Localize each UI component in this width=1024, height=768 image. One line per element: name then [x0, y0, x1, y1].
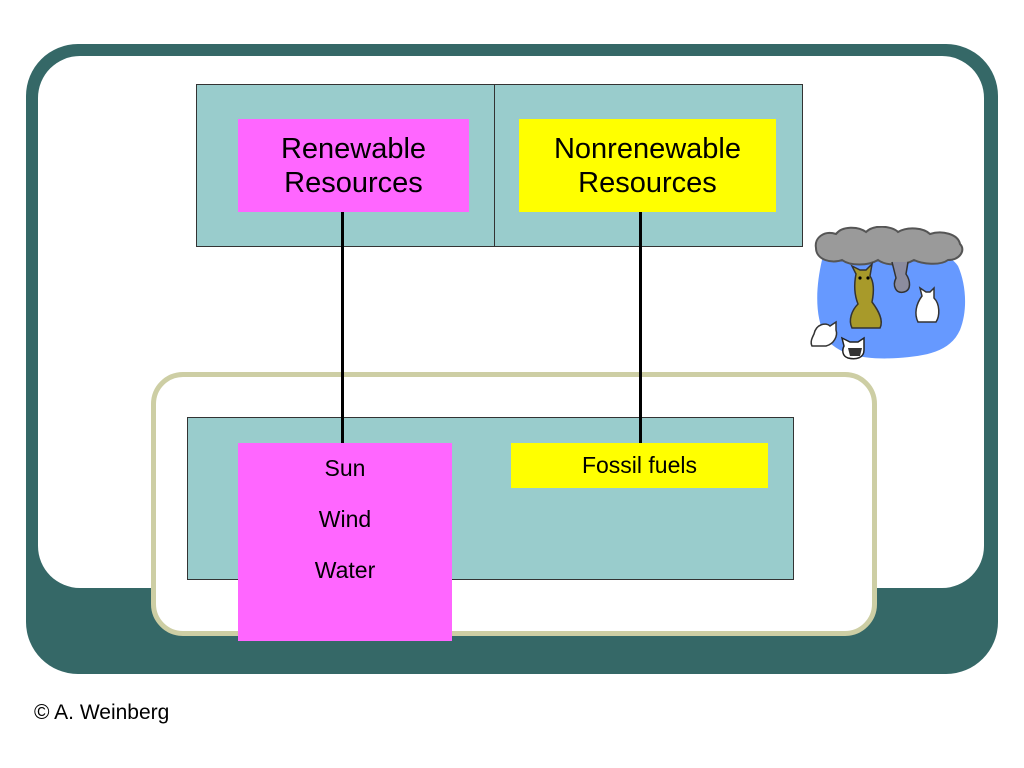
renewable-header-line-1: Renewable	[280, 132, 427, 165]
renewable-resources-header: Renewable Resources	[238, 119, 469, 212]
nonrenewable-header-line-1: Nonrenewable	[553, 132, 741, 165]
nonrenewable-item-fossil-fuels: Fossil fuels	[581, 452, 698, 478]
nonrenewable-resources-header: Nonrenewable Resources	[519, 119, 776, 212]
nonrenewable-items-box: Fossil fuels	[511, 443, 768, 488]
raining-cats-and-dogs-icon	[810, 226, 966, 360]
renewable-item-water: Water	[314, 557, 376, 583]
renewable-item-wind: Wind	[318, 506, 372, 532]
copyright-notice: © A. Weinberg	[34, 701, 170, 724]
renewable-connector-line	[341, 210, 344, 446]
nonrenewable-connector-line	[639, 210, 642, 446]
nonrenewable-header-line-2: Resources	[578, 166, 717, 199]
renewable-item-sun: Sun	[324, 455, 366, 481]
renewable-header-line-2: Resources	[284, 166, 423, 199]
renewable-items-box: Sun Wind Water	[238, 443, 452, 641]
header-panel-divider	[494, 84, 495, 247]
